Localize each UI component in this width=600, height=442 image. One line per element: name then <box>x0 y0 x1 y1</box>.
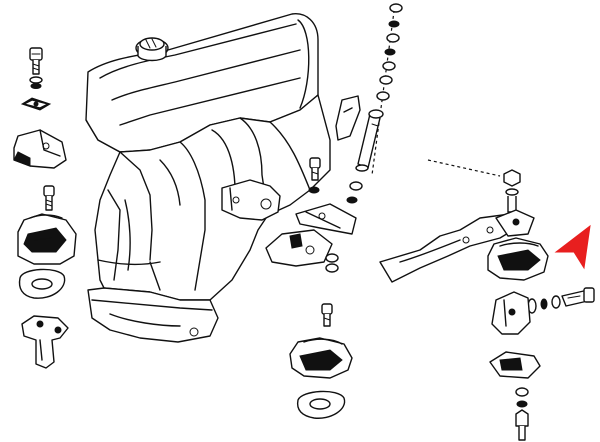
oval-spacer-plate-left <box>18 268 66 299</box>
transmission-mount-bracket <box>491 291 531 335</box>
left-mount-stack <box>13 47 77 369</box>
block-side-bracket <box>221 179 281 221</box>
center-washers <box>376 3 403 101</box>
right-assembly <box>379 159 595 441</box>
red-arrow-pointer-icon <box>554 224 591 270</box>
center-mid-parts <box>265 157 357 419</box>
washer-left-1 <box>29 76 43 84</box>
bolt-top-left <box>29 47 43 75</box>
rubber-engine-mount-left <box>17 213 77 265</box>
long-bolt-right <box>527 287 595 314</box>
right-stud-nut <box>503 169 521 213</box>
oval-spacer-plate-center <box>296 390 346 419</box>
bolt-center-lower <box>321 303 333 327</box>
right-bottom-hardware <box>515 387 529 441</box>
engine-block <box>85 13 331 343</box>
upper-left-bracket <box>13 129 67 169</box>
lower-left-bracket <box>21 315 69 369</box>
center-mount-bracket <box>265 229 333 267</box>
shock-damper <box>355 109 384 172</box>
rubber-engine-mount-center <box>289 337 353 379</box>
center-vertical-stack <box>335 3 403 204</box>
right-lower-plate <box>489 351 541 379</box>
square-nut-left <box>20 97 52 111</box>
oil-filler-cap <box>135 37 169 62</box>
rubber-transmission-mount <box>487 237 549 281</box>
bolt-mid-left <box>43 185 55 211</box>
center-angle-plate <box>295 203 357 235</box>
right-clamp-plate <box>495 209 535 237</box>
damper-bracket <box>335 95 361 141</box>
bolt-center-upper <box>309 157 321 181</box>
washer-left-2 <box>30 83 42 89</box>
